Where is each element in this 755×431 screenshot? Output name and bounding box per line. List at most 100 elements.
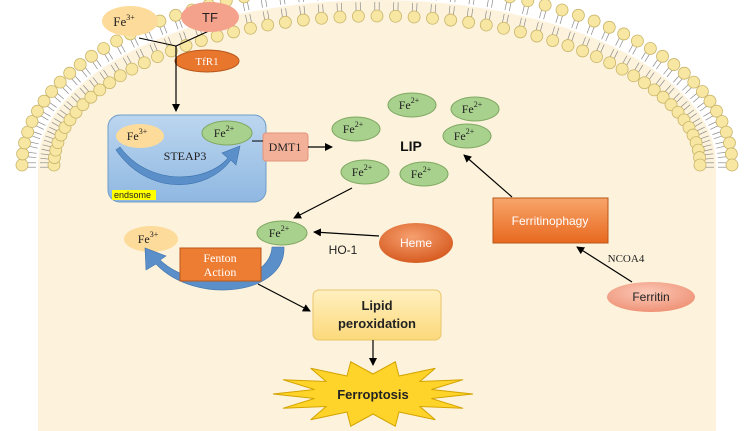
lipid-head (656, 49, 669, 63)
lipid-head (590, 50, 603, 64)
ferritinophagy-to-lip-arrow (463, 154, 513, 198)
fe3-ion-cytosol (124, 226, 178, 252)
lipid-head (710, 104, 723, 118)
lipid-tail (317, 0, 319, 1)
lipid-peroxidation-line1: Lipid (361, 298, 392, 313)
lipid-head (538, 0, 552, 12)
lipid-peroxidation-box (312, 289, 442, 341)
lipid-head (125, 62, 139, 76)
fe2-lip-label: Fe2+ (462, 100, 483, 116)
fe2-ion-lip (387, 92, 437, 118)
lipid-tail (472, 0, 475, 5)
fe2-lip-label: Fe2+ (399, 96, 420, 112)
lipid-tail (450, 0, 452, 2)
fe2-ion-lip (450, 96, 500, 122)
lipid-head (514, 25, 527, 39)
lipid-head (576, 44, 589, 58)
lipid-head (84, 90, 98, 104)
fenton-label-line1: Fenton (203, 251, 236, 265)
ferroptosis-burst (272, 361, 474, 427)
fe2-cytosol-label: Fe2+ (269, 224, 290, 240)
tf-ellipse (181, 2, 239, 32)
lipid-head (703, 94, 717, 108)
lipid-head (426, 11, 439, 25)
ferritin (607, 282, 695, 312)
cell-interior (38, 0, 716, 431)
lipid-head (151, 50, 164, 64)
lipid-head (521, 0, 535, 8)
lipid-head (719, 125, 733, 139)
lipid-tail (508, 0, 512, 12)
lipid-head (444, 13, 458, 27)
lipid-tail (504, 0, 508, 11)
ferritinophagy-box (492, 197, 609, 244)
lipid-tail (260, 0, 263, 8)
fe2-ion-lip (442, 123, 492, 149)
fe2-lip-label: Fe2+ (352, 163, 373, 179)
lipid-head (615, 62, 629, 76)
fe3-ion-extracellular (102, 6, 158, 36)
lipid-head (110, 34, 123, 48)
fe2-lip-label: Fe2+ (343, 120, 364, 136)
lipid-tail (435, 0, 437, 1)
lipid-head (45, 85, 59, 98)
lipid-head (693, 158, 707, 172)
lipid-head (53, 75, 67, 89)
tf-label: TF (202, 10, 218, 25)
lipid-head (587, 14, 601, 28)
lipid-head (296, 13, 310, 27)
lipid-head (656, 90, 670, 104)
lipid-head (238, 0, 250, 4)
lipid-tail (265, 0, 268, 7)
lipid-head (333, 10, 347, 24)
lipid-head (725, 158, 739, 172)
lipid-head (113, 69, 127, 83)
lipid-head (643, 42, 657, 55)
lipid-head (261, 18, 275, 32)
lipid-tail (491, 0, 494, 8)
lipid-head (85, 49, 98, 63)
fe2-ion-lip (399, 161, 449, 187)
fe3-endosome-label: Fe3+ (127, 127, 148, 143)
lipid-head (695, 85, 709, 98)
lipid-tail (486, 0, 489, 7)
lipid-head (627, 69, 641, 83)
lipid-tail (468, 0, 470, 5)
lipid-head (244, 21, 257, 35)
tfr1-receptor (174, 49, 240, 73)
lipid-head (389, 9, 402, 23)
lipid-head (169, 8, 183, 22)
lipid-head (227, 25, 240, 39)
ferritin-label: Ferritin (632, 290, 669, 304)
lipid-head (677, 66, 691, 80)
lipid-head (647, 83, 661, 97)
lipid-tail (284, 0, 286, 5)
lipid-head (479, 18, 493, 32)
lipid-tail (298, 0, 300, 3)
lipid-head (667, 58, 681, 71)
fe3-binding-line (138, 37, 177, 47)
lipid-head (37, 94, 51, 108)
lipid-head (723, 136, 736, 150)
lipid-head (631, 34, 644, 48)
lipid-head (76, 98, 90, 112)
lipid-head (16, 147, 30, 161)
lipid-head (15, 158, 29, 172)
fenton-label-line2: Action (204, 265, 237, 279)
fe3-cytosol-label: Fe3+ (138, 230, 159, 246)
ho1-label: HO-1 (329, 243, 358, 257)
fe2-lip-label: Fe2+ (411, 165, 432, 181)
lipid-head (603, 56, 617, 70)
lipid-head (571, 8, 585, 22)
lipid-head (97, 42, 111, 55)
lipid-head (638, 76, 651, 90)
lipid-head (352, 9, 365, 23)
lipid-head (370, 9, 384, 23)
endsome-label: endsome (114, 190, 151, 200)
lipid-tail (302, 0, 304, 2)
lipid-tail (246, 0, 250, 11)
heme-degradation-arrow (313, 228, 380, 237)
lipid-head (504, 0, 516, 4)
